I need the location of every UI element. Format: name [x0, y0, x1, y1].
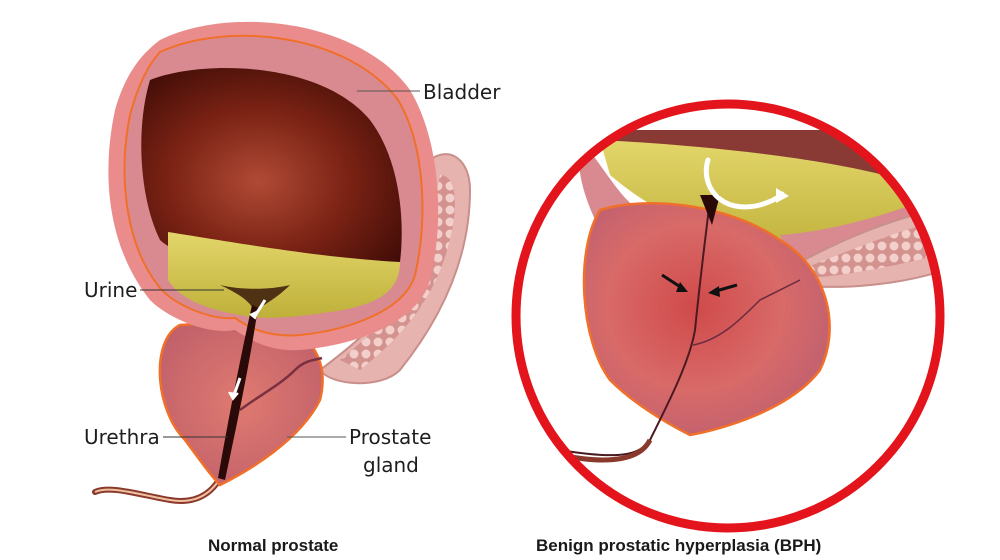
label-urethra: Urethra	[84, 425, 160, 449]
label-bladder: Bladder	[423, 80, 501, 104]
highlight-circle	[511, 99, 945, 533]
bph-illustration	[511, 99, 945, 533]
label-urine: Urine	[84, 278, 138, 302]
caption-normal-prostate: Normal prostate	[208, 536, 339, 555]
flow-arrow-icon	[232, 377, 242, 396]
normal-prostate-illustration	[92, 21, 472, 504]
label-prostate-line1: Prostate	[349, 425, 432, 449]
caption-bph: Benign prostatic hyperplasia (BPH)	[536, 536, 822, 555]
label-prostate-line2: gland	[363, 453, 419, 477]
compression-arrow-icon	[715, 283, 738, 293]
